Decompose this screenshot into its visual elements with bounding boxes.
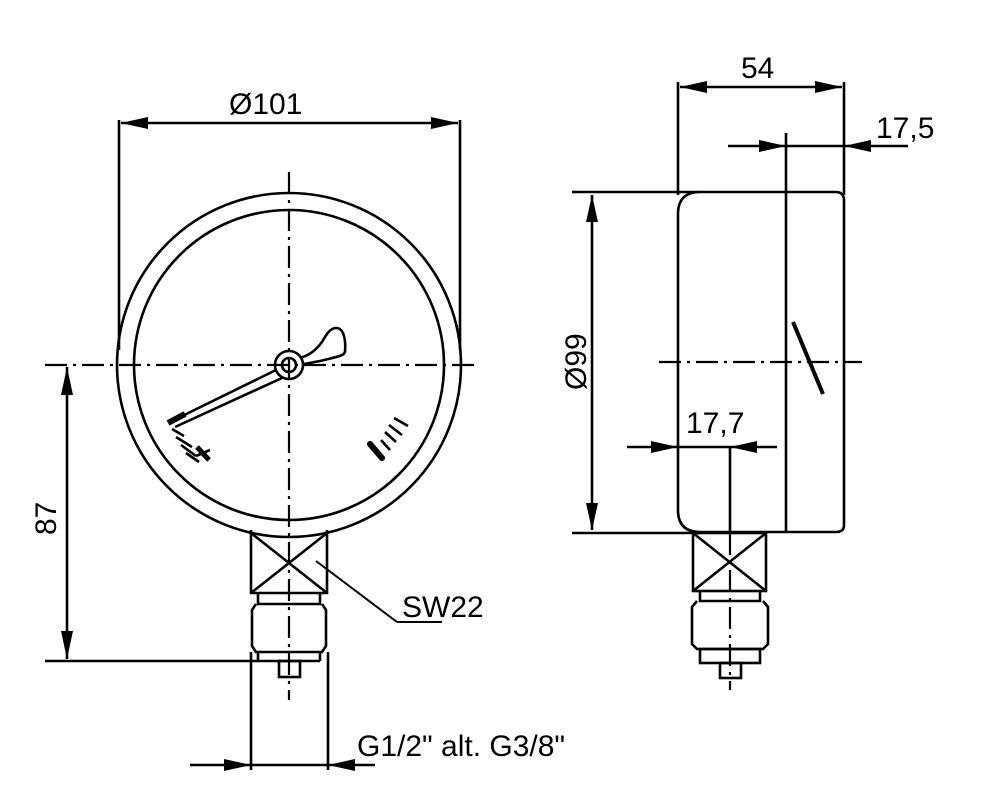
arrowhead-icon bbox=[759, 140, 786, 152]
wrench-size-callout: SW22 bbox=[315, 560, 484, 624]
arrowhead-icon bbox=[680, 81, 707, 93]
dimension-diameter-101: Ø101 bbox=[117, 88, 462, 350]
thread-connection bbox=[250, 593, 328, 679]
arrowhead-icon bbox=[224, 759, 251, 771]
height-87-label: 87 bbox=[30, 502, 63, 535]
side-hex-block bbox=[691, 531, 768, 593]
dial-face bbox=[132, 208, 446, 522]
hex-connection-block bbox=[249, 530, 329, 595]
arrowhead-icon bbox=[815, 81, 842, 93]
dimension-depth-54: 54 bbox=[676, 52, 846, 195]
arrowhead-icon bbox=[844, 140, 871, 152]
arrowhead-icon bbox=[431, 117, 458, 129]
arrowhead-icon bbox=[586, 503, 598, 530]
pointer-side-icon bbox=[791, 321, 825, 395]
pointer-needle-icon bbox=[166, 326, 347, 429]
arrowhead-icon bbox=[61, 631, 73, 659]
sw22-label: SW22 bbox=[402, 591, 484, 624]
scale-marks-left bbox=[171, 427, 211, 464]
front-view: Ø101 bbox=[30, 88, 565, 771]
arrowhead-icon bbox=[328, 759, 355, 771]
depth-54-label: 54 bbox=[741, 52, 774, 85]
dimension-diameter-99: Ø99 bbox=[560, 195, 598, 530]
diameter-101-label: Ø101 bbox=[229, 88, 302, 121]
arrowhead-icon bbox=[730, 441, 757, 453]
arrowhead-icon bbox=[121, 117, 148, 129]
side-view: 54 17,5 Ø99 bbox=[560, 52, 934, 690]
connection-17-7-label: 17,7 bbox=[686, 407, 744, 440]
thread-label: G1/2" alt. G3/8" bbox=[357, 730, 565, 763]
arrowhead-icon bbox=[61, 367, 73, 395]
dimension-connection-17-7: 17,7 bbox=[627, 407, 777, 533]
outer-bezel bbox=[115, 191, 463, 539]
diameter-99-label: Ø99 bbox=[560, 333, 593, 390]
dimension-thread: G1/2" alt. G3/8" bbox=[190, 652, 565, 771]
scale-marks-right bbox=[367, 416, 409, 461]
arrowhead-icon bbox=[586, 195, 598, 222]
dimension-front-ring-17-5: 17,5 bbox=[728, 112, 934, 190]
side-thread-connection bbox=[690, 591, 770, 680]
end-mark-icon bbox=[367, 441, 385, 461]
front-ring-17-5-label: 17,5 bbox=[876, 112, 934, 145]
dimension-height-87: 87 bbox=[30, 367, 258, 663]
arrowhead-icon bbox=[651, 441, 678, 453]
